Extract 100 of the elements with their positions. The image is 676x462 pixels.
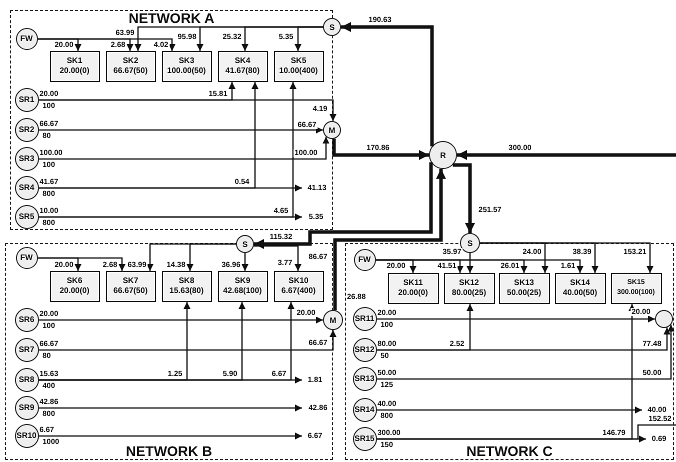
node-label: S (242, 240, 248, 248)
arrow (333, 168, 446, 310)
node-label: S (329, 22, 335, 32)
node-name: SK5 (290, 56, 306, 66)
node-value: 100.00(50) (167, 66, 206, 76)
node-circle (16, 246, 38, 268)
node-circle (352, 338, 376, 362)
node-label: M (328, 126, 336, 134)
node-label: SR4 (18, 183, 34, 192)
node-value: 80.00(25) (452, 288, 486, 298)
arrow (377, 327, 670, 351)
arrow (242, 253, 248, 271)
arrow (186, 243, 236, 271)
node-label: SR2 (18, 125, 34, 134)
node-circle (14, 424, 38, 448)
node-label: SR8 (18, 375, 34, 384)
node-name: SK1 (66, 56, 82, 66)
node-name: SK11 (403, 278, 423, 288)
arrow (457, 150, 676, 160)
arrow (38, 38, 176, 51)
node-circle (352, 366, 376, 390)
arrow (38, 257, 126, 271)
arrow (39, 376, 302, 384)
arrow (39, 184, 302, 192)
process-box (218, 50, 268, 82)
node-value: 40.00(50) (562, 288, 598, 298)
node-label: SR10 (16, 431, 36, 440)
node-circle (352, 398, 376, 422)
node-circle (14, 176, 38, 200)
process-box (498, 272, 550, 304)
arrow (39, 99, 336, 122)
node-name: SK3 (178, 56, 194, 66)
node-value: 42.68(100) (223, 286, 262, 296)
arrow (480, 242, 654, 273)
node-value: 6.67(400) (281, 286, 316, 296)
process-box (218, 270, 268, 302)
arrow (452, 163, 475, 233)
node-circle (14, 308, 38, 332)
arrow (254, 245, 302, 271)
node-label: M (330, 316, 336, 324)
process-box (106, 50, 156, 82)
node-label: SR3 (18, 154, 34, 163)
node-value: 20.00(0) (398, 288, 428, 298)
node-circle (429, 141, 457, 169)
arrow (39, 136, 330, 160)
node-name: SK2 (122, 56, 138, 66)
process-box (274, 270, 324, 302)
group-title: NETWORK B (126, 444, 212, 458)
node-label: FW (20, 34, 33, 43)
node-circle (654, 310, 672, 328)
node-value: 66.67(50) (113, 66, 148, 76)
node-label: FW (358, 255, 371, 264)
arrow (341, 22, 434, 146)
process-box (162, 50, 212, 82)
node-circle (354, 248, 376, 270)
arrow (39, 214, 302, 220)
node-label: SR12 (354, 345, 374, 354)
node-value: 41.67(80) (225, 66, 260, 76)
node-value: 10.00(400) (279, 66, 318, 76)
node-label: SR5 (18, 212, 34, 221)
node-name: SK12 (458, 278, 479, 288)
node-value: 15.63(80) (169, 286, 204, 296)
node-circle (352, 426, 376, 450)
node-label: SR11 (354, 314, 374, 323)
process-box (50, 270, 100, 302)
process-box (554, 272, 606, 304)
node-circle (460, 233, 480, 253)
node-label: FW (20, 253, 33, 262)
group-title: NETWORK A (128, 11, 214, 25)
node-circle (14, 204, 38, 228)
node-circle (323, 310, 343, 330)
group-title: NETWORK C (466, 444, 553, 458)
node-circle (14, 368, 38, 392)
node-name: SK13 (514, 278, 534, 288)
node-name: SK8 (178, 276, 194, 286)
process-box (388, 272, 438, 304)
node-value: 50.00(25) (506, 288, 542, 298)
arrow (39, 330, 336, 351)
node-circle (323, 121, 341, 139)
node-name: SK10 (288, 276, 308, 286)
node-name: SK9 (234, 276, 250, 286)
arrow (466, 253, 474, 273)
arrow (254, 162, 433, 249)
node-label: SR13 (354, 374, 374, 383)
node-value: 20.00(0) (60, 66, 90, 76)
process-box (444, 272, 494, 304)
node-label: SR14 (354, 405, 374, 414)
arrow (332, 138, 429, 160)
arrow (377, 316, 655, 322)
arrow (39, 316, 323, 324)
process-box (274, 50, 324, 82)
arrow (39, 404, 302, 412)
connector-line (377, 424, 676, 440)
node-name: SK14 (570, 278, 590, 288)
arrow (377, 406, 642, 414)
node-label: R (440, 150, 446, 160)
node-circle (14, 146, 38, 170)
node-circle (14, 396, 38, 420)
node-label: SR9 (18, 403, 34, 412)
node-label: S (467, 238, 473, 248)
